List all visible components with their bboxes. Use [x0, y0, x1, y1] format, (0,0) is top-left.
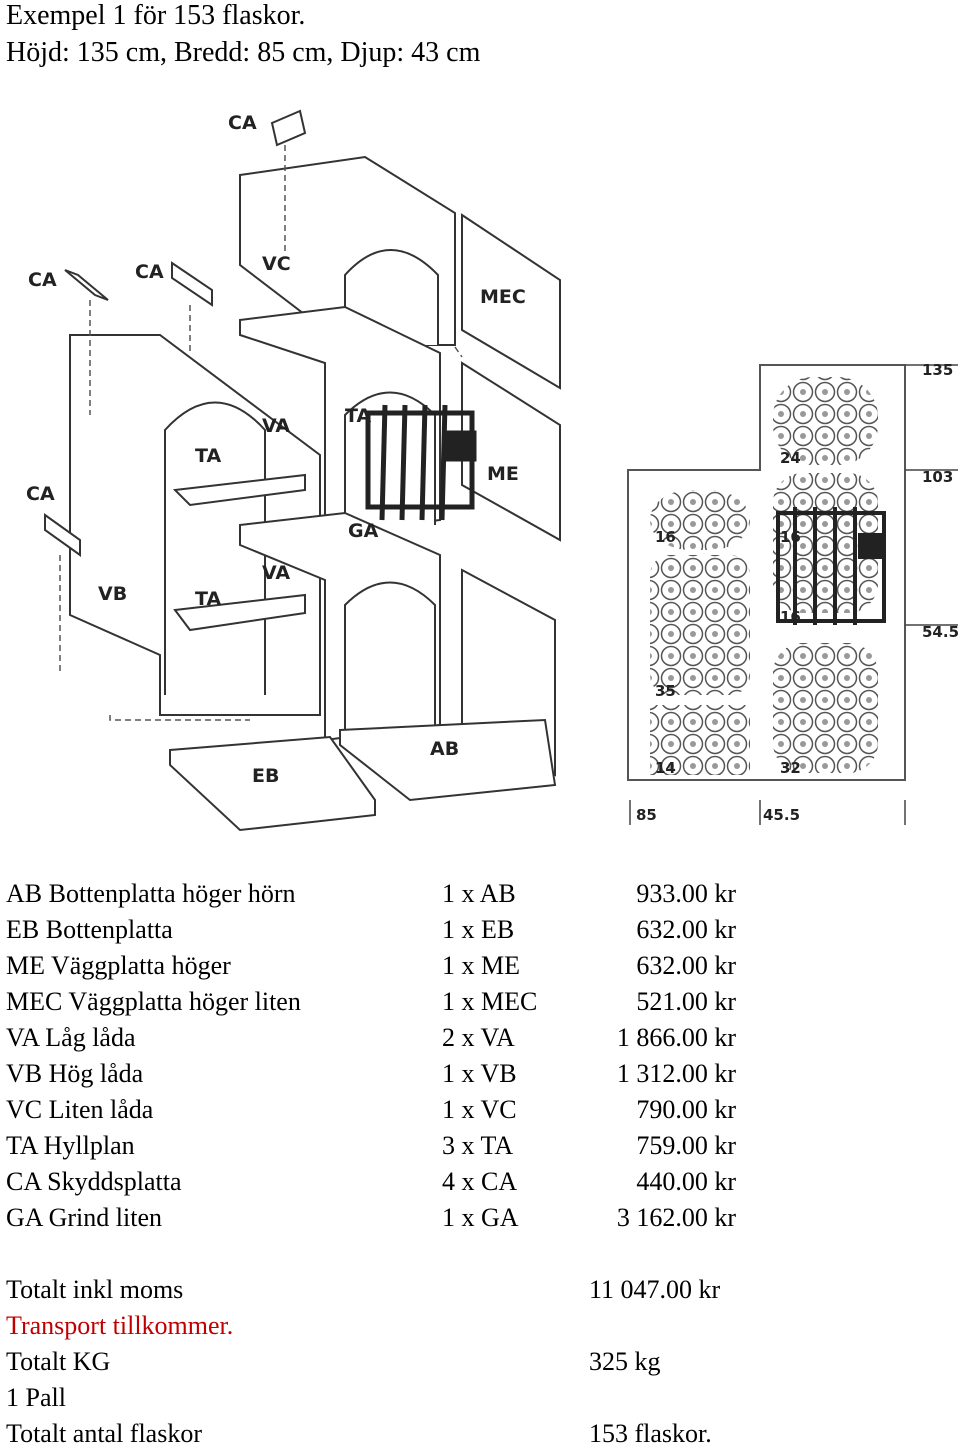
svg-text:VC: VC: [262, 253, 291, 275]
svg-text:GA: GA: [348, 520, 379, 542]
item-price: 632.00 kr: [636, 951, 736, 980]
total-value: 11 047.00 kr: [589, 1275, 721, 1304]
kg-label: Totalt KG: [6, 1347, 111, 1376]
item-row: ME Väggplatta höger 1 x ME 632.00 kr: [6, 948, 946, 984]
svg-text:EB: EB: [252, 765, 279, 787]
svg-text:VA: VA: [262, 562, 290, 584]
ta-shelf-1: [172, 473, 306, 507]
svg-text:CA: CA: [26, 483, 55, 505]
mec-panel: [461, 213, 561, 390]
svg-text:CA: CA: [228, 112, 257, 134]
item-row: EB Bottenplatta 1 x EB 632.00 kr: [6, 912, 946, 948]
item-price: 521.00 kr: [636, 987, 736, 1016]
ga-gate: [365, 404, 477, 521]
item-name: TA Hyllplan: [6, 1131, 135, 1160]
item-price: 440.00 kr: [636, 1167, 736, 1196]
svg-text:35: 35: [655, 682, 676, 700]
svg-text:85: 85: [636, 806, 657, 824]
item-price: 632.00 kr: [636, 915, 736, 944]
item-name: AB Bottenplatta höger hörn: [6, 879, 296, 908]
item-name: GA Grind liten: [6, 1203, 162, 1232]
svg-text:14: 14: [655, 759, 676, 777]
item-row: VA Låg låda 2 x VA 1 866.00 kr: [6, 1020, 946, 1056]
svg-text:TA: TA: [195, 445, 221, 467]
item-row: TA Hyllplan 3 x TA 759.00 kr: [6, 1128, 946, 1164]
item-qty: 1 x AB: [442, 879, 516, 908]
me-panel: [461, 361, 561, 542]
item-qty: 1 x MEC: [442, 987, 538, 1016]
kg-value: 325 kg: [589, 1347, 661, 1376]
svg-text:135: 135: [922, 361, 953, 379]
svg-text:45.5: 45.5: [763, 806, 800, 824]
svg-text:CA: CA: [135, 261, 164, 283]
total-row: Totalt inkl moms 11 047.00 kr: [6, 1272, 946, 1308]
transport-text: Transport tillkommer.: [6, 1311, 234, 1340]
svg-text:16: 16: [780, 528, 801, 546]
item-qty: 1 x VB: [442, 1059, 517, 1088]
svg-text:AB: AB: [430, 738, 459, 760]
item-qty: 1 x EB: [442, 915, 515, 944]
svg-text:24: 24: [780, 449, 801, 467]
svg-text:16: 16: [780, 608, 801, 626]
item-row: AB Bottenplatta höger hörn 1 x AB 933.00 k…: [6, 876, 946, 912]
svg-text:54.5: 54.5: [922, 623, 959, 641]
item-row: CA Skyddsplatta 4 x CA 440.00 kr: [6, 1164, 946, 1200]
exploded-assembly-illustration: CA CA CA VC MEC TA VA TA ME GA CA VB VA TA EB AB 1…: [26, 109, 959, 832]
svg-text:TA: TA: [195, 588, 221, 610]
item-qty: 3 x TA: [442, 1131, 514, 1160]
item-qty: 1 x GA: [442, 1203, 519, 1232]
ta-shelf-2: [173, 593, 306, 632]
item-name: EB Bottenplatta: [6, 915, 173, 944]
pallet-text: 1 Pall: [6, 1383, 66, 1412]
item-row: VC Liten låda 1 x VC 790.00 kr: [6, 1092, 946, 1128]
item-qty: 1 x ME: [442, 951, 520, 980]
ca-plate-left-2: [171, 261, 213, 307]
ca-plate-top: [270, 109, 307, 147]
svg-text:TA: TA: [345, 405, 371, 427]
svg-text:CA: CA: [28, 269, 57, 291]
bottles-label: Totalt antal flaskor: [6, 1419, 203, 1448]
pallet-row: 1 Pall: [6, 1380, 946, 1416]
transport-note: Transport tillkommer.: [6, 1308, 946, 1344]
front-elevation-drawing: 135 103 54.5 85 45.5 24 16 16 16 35 14 32: [627, 361, 959, 825]
item-name: ME Väggplatta höger: [6, 951, 231, 980]
bottles-value: 153 flaskor.: [589, 1419, 712, 1448]
header-dimensions: Höjd: 135 cm, Bredd: 85 cm, Djup: 43 cm: [6, 37, 481, 68]
svg-text:16: 16: [655, 528, 676, 546]
item-qty: 2 x VA: [442, 1023, 515, 1052]
item-price: 1 866.00 kr: [616, 1023, 736, 1052]
ca-plate-left-1: [64, 269, 109, 301]
item-price: 933.00 kr: [636, 879, 736, 908]
item-name: MEC Väggplatta höger liten: [6, 987, 301, 1016]
ca-plate-left-3: [44, 513, 81, 557]
item-name: VB Hög låda: [6, 1059, 144, 1088]
item-row: VB Hög låda 1 x VB 1 312.00 kr: [6, 1056, 946, 1092]
svg-text:32: 32: [780, 759, 801, 777]
svg-text:MEC: MEC: [480, 286, 526, 308]
ab-plate: [339, 718, 557, 802]
item-name: VA Låg låda: [6, 1023, 136, 1052]
item-price: 1 312.00 kr: [616, 1059, 736, 1088]
item-row: MEC Väggplatta höger liten 1 x MEC 521.00 …: [6, 984, 946, 1020]
item-qty: 4 x CA: [442, 1167, 518, 1196]
item-price: 790.00 kr: [636, 1095, 736, 1124]
item-qty: 1 x VC: [442, 1095, 517, 1124]
item-price: 3 162.00 kr: [616, 1203, 736, 1232]
total-label: Totalt inkl moms: [6, 1275, 184, 1304]
eb-plate: [169, 735, 376, 832]
kg-row: Totalt KG 325 kg: [6, 1344, 946, 1380]
header-line-1: Exempel 1 för 153 flaskor.: [6, 0, 306, 31]
bottles-row: Totalt antal flaskor 153 flaskor.: [6, 1416, 946, 1452]
item-name: VC Liten låda: [6, 1095, 154, 1124]
svg-text:ME: ME: [487, 463, 519, 485]
item-price: 759.00 kr: [636, 1131, 736, 1160]
svg-text:103: 103: [922, 468, 953, 486]
svg-text:VA: VA: [262, 415, 290, 437]
svg-text:VB: VB: [98, 583, 127, 605]
item-name: CA Skyddsplatta: [6, 1167, 182, 1196]
item-row: GA Grind liten 1 x GA 3 162.00 kr: [6, 1200, 946, 1236]
